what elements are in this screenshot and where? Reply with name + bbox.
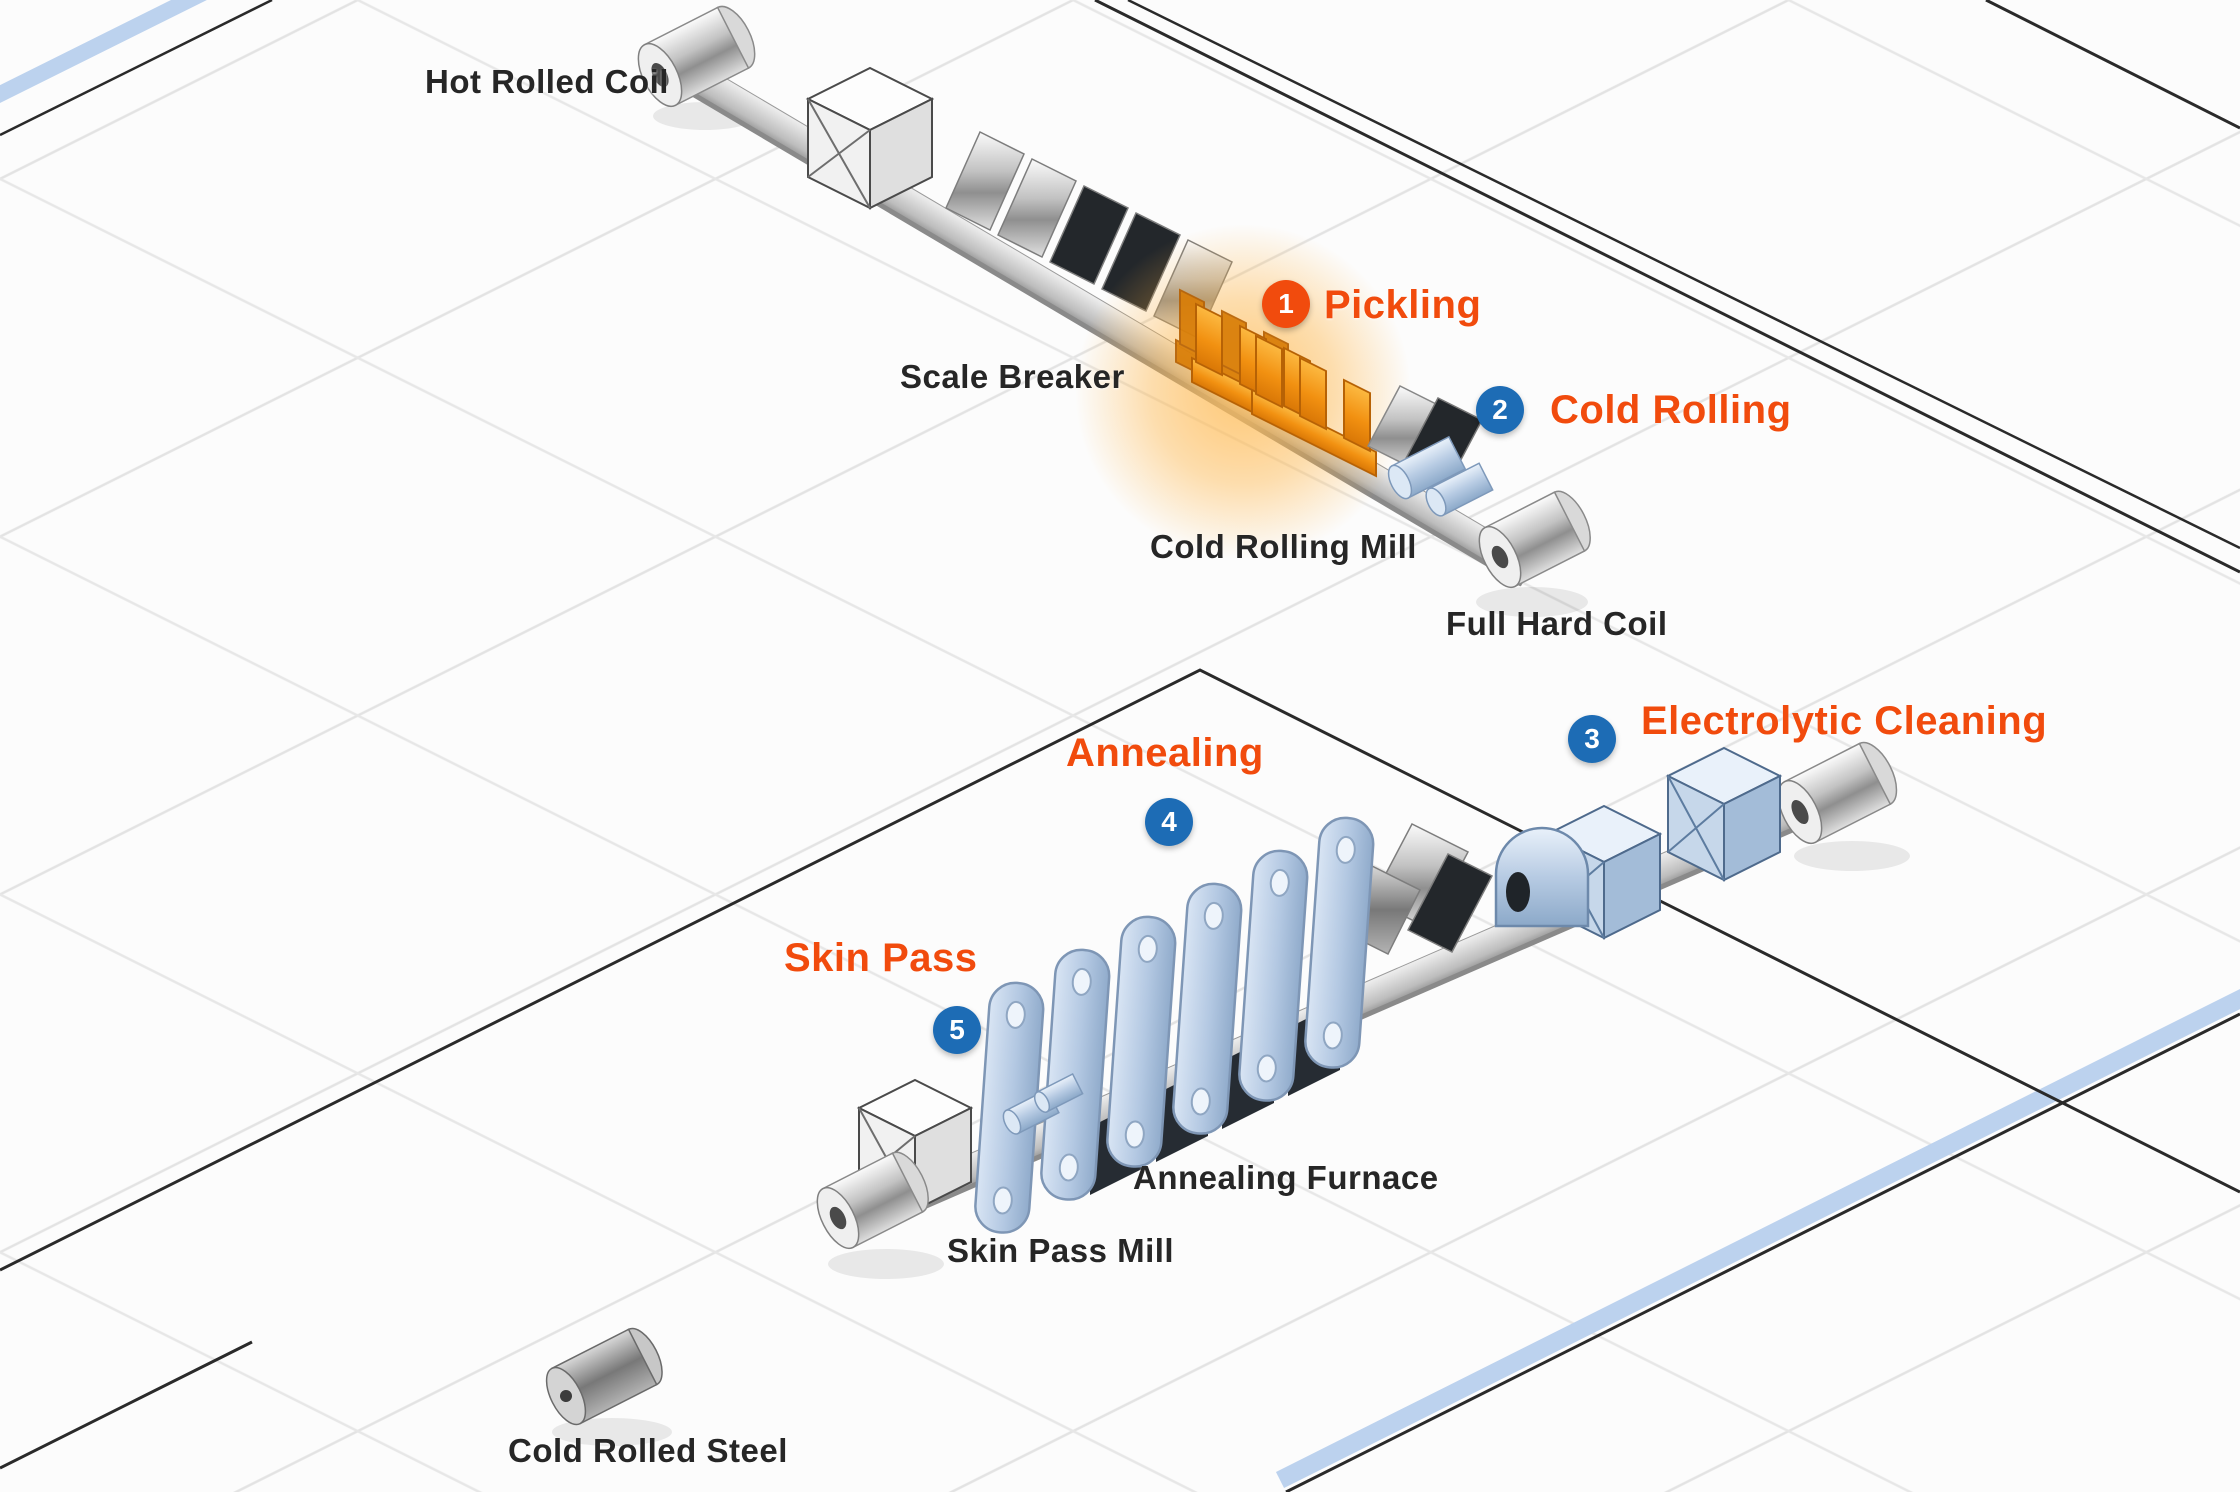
cleaning-tank-graphic — [1494, 826, 1590, 928]
cold-rolled-steel-graphic — [545, 1327, 672, 1446]
label-cold-rolling-mill: Cold Rolling Mill — [1150, 528, 1417, 565]
cold-rolling-mill-graphic — [1366, 385, 1494, 517]
furnace-plates — [974, 816, 1375, 1234]
step-label-cold-rolling: Cold Rolling — [1550, 388, 1792, 432]
step-label-skin-pass: Skin Pass — [784, 936, 978, 980]
step-label-electrolytic-cleaning: Electrolytic Cleaning — [1641, 699, 2048, 743]
skin-pass-rollers-graphic — [1002, 1073, 1084, 1135]
step-badge-skin-pass: 5 — [933, 1006, 981, 1054]
step-badge-annealing: 4 — [1145, 798, 1193, 846]
annealing-furnace-graphic — [974, 816, 1375, 1234]
label-full-hard-coil: Full Hard Coil — [1446, 605, 1668, 642]
entry-coil-graphic — [1777, 741, 1898, 845]
label-cold-rolled-steel: Cold Rolled Steel — [508, 1432, 788, 1469]
lower-line — [816, 741, 1910, 1279]
step-label-annealing: Annealing — [1066, 731, 1264, 775]
exit-coil-graphic — [816, 1151, 929, 1250]
step-label-pickling: Pickling — [1324, 283, 1482, 327]
conveyor-box-graphic — [805, 66, 935, 210]
label-hot-rolled-coil: Hot Rolled Coil — [425, 63, 669, 100]
step-badge-electrolytic-cleaning: 3 — [1568, 715, 1616, 763]
step-badge-pickling: 1 — [1262, 280, 1310, 328]
label-annealing-furnace: Annealing Furnace — [1133, 1159, 1439, 1196]
label-skin-pass-mill: Skin Pass Mill — [947, 1232, 1175, 1269]
upper-line — [637, 5, 1591, 617]
hot-rolled-coil-graphic — [637, 5, 756, 108]
label-scale-breaker: Scale Breaker — [900, 358, 1125, 395]
pickling-tank-graphic — [1175, 288, 1377, 478]
full-hard-coil-graphic — [1478, 490, 1591, 589]
step-badge-cold-rolling: 2 — [1476, 386, 1524, 434]
